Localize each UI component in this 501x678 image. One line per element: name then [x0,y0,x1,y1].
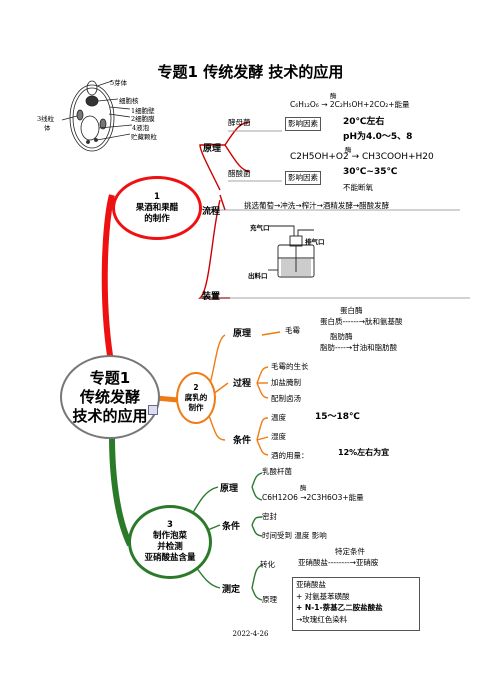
yeast-formula: C₆H₁₂O₆ → 2C₂H₅OH+2CO₂+能量 [290,100,410,109]
sealed-label: 密封 [262,512,277,521]
protease-label: 蛋白酶 [340,306,363,315]
note-icon [148,405,158,415]
time-temp-label: 时间受到 温度 影响 [262,531,327,540]
alcohol-label: 酒的用量： [271,451,309,460]
lactic-formula: C6H12O6 →2C3H6O3+能量 [262,493,364,502]
branch3-node: 3 制作泡菜 并检测 亚硝酸盐含量 [128,505,212,579]
branch1-label2: 的制作 [144,213,170,224]
branch3-conditions: 条件 [222,522,241,532]
detect-line2: + 对氨基苯磺酸 [296,591,350,601]
yeast-mito-label-b: 体 [44,124,51,132]
branch2-label2: 制作 [188,403,204,412]
branch3-label1: 制作泡菜 [152,531,187,541]
yeast-enzyme: 酶 [330,92,337,100]
yeast-wall-label: 1细胞壁 [131,107,155,115]
center-line1: 专题1 [89,368,131,387]
step-mold-growth: 毛霉的生长 [271,362,309,371]
step-brine: 配制卤汤 [271,394,301,403]
detect-line3: + N-1-萘基乙二胺盐酸盐 [296,603,383,612]
mold-node: 毛霉 [285,326,300,335]
protein-reaction: 蛋白质------→肽和氨基酸 [320,317,403,326]
branch2-process: 过程 [233,379,252,389]
center-line2: 传统发酵 [79,387,140,406]
branch1-node: 1 果酒和果醋 的制作 [112,176,202,240]
yeast-ph: pH为4.0～5、8 [343,132,413,142]
fat-reaction: 脂肪----→甘油和脂肪酸 [320,343,398,352]
detection-box: 亚硝酸盐 + 对氨基苯磺酸 + N-1-萘基乙二胺盐酸盐 →玫瑰红色染料 [292,577,420,631]
acetic-node: 醋酸菌 [228,169,251,178]
temp-label: 温度 [271,413,286,422]
lactic-enzyme: 酶 [300,484,307,492]
branch3-label2: 并检测 [157,542,183,552]
outlet-label: 出料口 [248,272,268,280]
branch1-num: 1 [154,191,160,202]
acetic-formula: C2H5OH+O2 → CH3COOH+H20 [290,152,434,162]
process-steps: 挑选葡萄→冲洗→榨汁→酒精发酵→醋酸发酵 [244,201,390,210]
lactic-bacteria: 乳酸杆菌 [262,467,292,476]
center-line3: 技术的应用 [72,406,148,425]
branch1-label1: 果酒和果醋 [135,202,179,213]
fermenter-device [268,225,315,278]
lipase-label: 脂肪酶 [330,332,353,341]
yeast-temp: 20℃左右 [343,117,385,127]
branch3-num: 3 [167,520,173,530]
yeast-mito-label-a: 3线粒 [37,115,55,123]
page-title: 专题1 传统发酵 技术的应用 [157,63,344,81]
humidity-label: 湿度 [271,432,286,441]
yeast-cell-illustration [61,80,133,152]
alcohol-value: 12%左右为宜 [338,448,390,457]
acetic-enzyme: 酶 [345,146,352,154]
branch1-process: 流程 [202,207,221,217]
acetic-oxygen: 不能断氧 [343,183,373,192]
branch3-measure: 测定 [222,585,241,595]
center-topic: 专题1 传统发酵 技术的应用 [60,355,160,439]
temp-value: 15～18℃ [315,412,360,422]
branch2-node: 2 腐乳的 制作 [176,372,216,424]
yeast-node: 酵母菌 [228,118,251,127]
branch3-principle: 原理 [220,484,239,494]
footer-date: 2022-4-26 [232,630,269,638]
branch2-num: 2 [193,383,199,392]
branch1-device: 装置 [202,292,221,302]
yeast-granule-label: 贮藏颗粒 [131,133,157,141]
yeast-vacuole-label: 4液泡 [132,124,150,132]
branch2-label1: 腐乳的 [184,393,208,402]
detect-line4: →玫瑰红色染料 [296,614,348,624]
acetic-factor-box: 影响因素 [285,171,321,185]
detect-principle: 原理 [262,595,277,604]
exhaust-label: 排气口 [305,238,325,246]
branch1-principle: 原理 [203,144,222,154]
inlet-label: 充气口 [250,224,270,232]
yeast-bud-label: 5芽体 [110,79,128,87]
yeast-membrane-label: 2细胞膜 [131,115,155,123]
step-salting: 加盐腌制 [271,378,301,387]
convert-label: 转化 [260,560,275,569]
special-condition: 特定条件 [335,547,365,556]
branch2-principle: 原理 [233,329,252,339]
yeast-nucleus-label: 细胞核 [119,97,139,105]
branch2-conditions: 条件 [233,436,252,446]
yeast-factor-box: 影响因素 [285,117,321,131]
detect-line1: 亚硝酸盐 [296,580,326,589]
branch3-label3: 亚硝酸盐含量 [144,553,196,563]
nitrite-chain: 亚硝酸盐--------→亚硝胺 [298,558,379,567]
acetic-temp: 30℃~35℃ [343,167,398,177]
